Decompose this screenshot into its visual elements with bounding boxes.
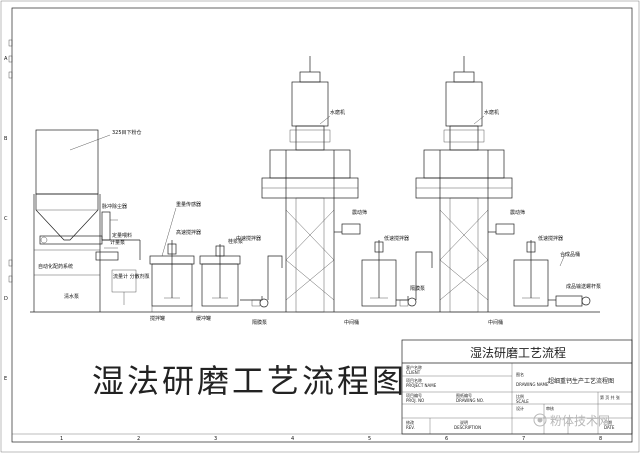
label-mill-1: 水磨机: [330, 109, 345, 116]
row-markers: A B C D E: [4, 56, 8, 382]
col-marker: 2: [137, 436, 140, 442]
label-screen-1: 震动筛: [352, 209, 367, 216]
watermark-text: 粉体技术网: [550, 414, 610, 428]
label-delivery-pump: 成品输送螺杆泵: [566, 283, 601, 290]
tb-customer-label-en: CLIENT: [406, 370, 421, 375]
label-finished-product: 合成品桶: [560, 251, 580, 258]
label-weigh-feeder: 定量喂料: [112, 232, 132, 239]
label-auto-dispersant: 自动化配药系统: [38, 263, 73, 270]
tb-designed-label: 设计: [516, 405, 524, 411]
tb-desc-label-en: DESCRIPTION: [454, 425, 481, 430]
label-flow-meter: 流量计 分散剂泵: [113, 273, 150, 280]
column-markers: 1 2 3 4 5 6 7 8: [60, 436, 602, 442]
inner-frame: [11, 7, 633, 443]
tb-drawing-no-label-en: DRAWING NO.: [456, 398, 484, 403]
tb-drawing-name-label-en: DRAWING NAME: [516, 382, 549, 387]
label-low-mixer-2: 低速搅拌器: [538, 235, 563, 242]
row-marker: E: [4, 376, 7, 382]
label-water-pump: 清水泵: [64, 293, 79, 300]
tb-rev-label: 修改: [406, 419, 414, 425]
flowmeter-dispersant-pump: [111, 269, 137, 305]
diaphragm-pump-1: [251, 298, 269, 308]
mill-1: [261, 56, 359, 313]
tb-project-label: 项目名称: [406, 377, 422, 383]
label-mixing-tank: 搅拌罐: [150, 315, 165, 322]
relay-tank-1: [361, 240, 397, 307]
label-mill-2: 水磨机: [484, 109, 499, 116]
watermark-logo: [533, 413, 547, 427]
label-mid-mixer: 中速搅拌器: [236, 235, 261, 242]
buffer-tank: [199, 244, 241, 307]
tb-desc-label: 说明: [460, 419, 468, 425]
label-buffer-tank: 缓冲罐: [196, 315, 211, 322]
metering-pump: [95, 247, 119, 261]
main-title: 湿法研磨工艺流程图: [92, 362, 407, 400]
tb-scale-label-en: SCALE: [516, 399, 529, 404]
tb-project-no-label: 项目编号: [406, 392, 422, 398]
col-marker: 4: [291, 436, 294, 442]
tb-scale-label: 比例: [516, 393, 524, 399]
screw-feeder: [39, 235, 141, 260]
tb-drawing-name-label: 图名: [516, 371, 524, 377]
mixing-tank-1: [149, 240, 195, 312]
tb-page-label: 第 页 共 张: [600, 394, 620, 400]
diaphragm-pump-2: [399, 297, 417, 307]
label-slurry-pump: 桂浆泵: [228, 238, 243, 245]
col-marker: 7: [522, 436, 525, 442]
tb-drawing-no-label: 图纸编号: [456, 392, 472, 398]
row-marker: C: [4, 216, 8, 222]
label-relay-tank-1: 中间桶: [344, 319, 359, 326]
label-transfer-pump-1: 隔膜泵: [252, 319, 267, 326]
col-marker: 5: [368, 436, 371, 442]
title-block: [401, 339, 633, 435]
label-silo: 325目下粉仓: [112, 129, 142, 136]
tb-drawing-name: 超细重钙生产工艺流程图: [548, 377, 614, 385]
label-dust-collector: 脉冲除尘器: [102, 203, 127, 210]
label-metering-pump: 计量泵: [110, 239, 125, 246]
title-block-header: 湿法研磨工艺流程: [470, 345, 566, 360]
tb-date-label: 日期: [604, 419, 612, 425]
row-marker: B: [4, 136, 8, 142]
col-marker: 8: [599, 436, 602, 442]
delivery-screw-pump: [548, 295, 591, 307]
tb-rev-label-en: REV.: [406, 425, 415, 430]
label-pump-2: 隔膜泵: [410, 285, 425, 292]
col-marker: 1: [60, 436, 63, 442]
tb-customer-label: 客户名称: [406, 364, 422, 370]
label-screen-2: 震动筛: [510, 209, 525, 216]
tb-project-label-en: PROJECT NAME: [406, 383, 437, 388]
powder-silo: [33, 129, 111, 312]
tb-date-label-en: DATE: [604, 425, 615, 430]
vibrating-screen-2: [488, 223, 515, 235]
relay-tank-2: [513, 240, 549, 307]
mill-2: [415, 56, 513, 313]
tb-project-no-label-en: PROJ. NO: [406, 398, 424, 403]
row-marker: A: [4, 56, 8, 62]
label-high-speed-mixer: 高速搅拌器: [176, 229, 201, 236]
label-relay-tank-2: 中间桶: [488, 319, 503, 326]
label-weighing-sensor: 重量传感器: [176, 201, 201, 208]
tb-checked-label: 审核: [546, 405, 554, 411]
col-marker: 6: [445, 436, 448, 442]
label-low-mixer-1: 低速搅拌器: [384, 235, 409, 242]
row-marker: D: [4, 296, 8, 302]
col-marker: 3: [214, 436, 217, 442]
vibrating-screen-1: [334, 223, 361, 235]
